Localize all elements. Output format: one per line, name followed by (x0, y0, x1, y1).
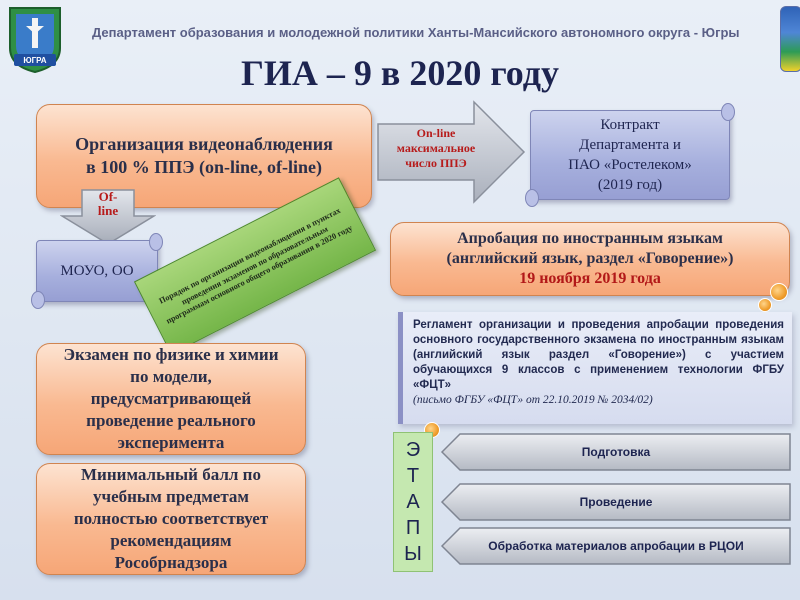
procedure-label-text: Порядок по организации видеонаблюдения в… (157, 206, 355, 326)
online-arrow-line3: число ППЭ (405, 156, 467, 170)
physics-line2: по модели, (130, 367, 212, 386)
ofline-arrow-icon (60, 189, 156, 245)
regulation-reference: (письмо ФГБУ «ФЦТ» от 22.10.2019 № 2034/… (413, 394, 653, 406)
minball-line1: Минимальный балл по (81, 465, 261, 484)
physics-chemistry-box: Экзамен по физике и химии по модели, пре… (36, 343, 306, 455)
online-arrow-line1: On-line (416, 126, 456, 140)
stage-preparation: Подготовка (440, 432, 792, 472)
minball-line4: рекомендациям (110, 531, 232, 550)
bullet-dot-icon (758, 298, 772, 312)
online-arrow-line2: максимальное (396, 141, 476, 155)
stage-preparation-label: Подготовка (581, 445, 651, 459)
ofline-arrow-label: Of- line (78, 190, 138, 218)
scroll-curl-icon (525, 189, 539, 207)
stage-processing: Обработка материалов апробации в РЦОИ (440, 526, 792, 566)
page-title: ГИА – 9 в 2020 году (241, 53, 559, 93)
corner-logo (780, 6, 800, 72)
online-arrow-label: On-line максимальное число ППЭ (376, 126, 496, 171)
scroll-curl-icon (721, 103, 735, 121)
minball-line5: Рособрнадзора (114, 553, 228, 572)
stages-letter: Ы (404, 542, 422, 565)
physics-line3: предусматривающей (90, 389, 252, 408)
approbation-box: Апробация по иностранным языкам (английс… (390, 222, 790, 296)
contract-line2: Департамента и (579, 137, 681, 153)
approbation-date: 19 ноября 2019 года (519, 270, 661, 287)
stage-arrow-icon (440, 483, 791, 521)
coat-of-arms-icon: ЮГРА (9, 7, 61, 74)
minimum-score-box: Минимальный балл по учебным предметам по… (36, 463, 306, 575)
department-name: Департамент образования и молодежной пол… (92, 25, 740, 40)
stage-processing-label: Обработка материалов апробации в РЦОИ (488, 539, 744, 553)
ofline-arrow-line2: line (97, 203, 119, 218)
physics-line1: Экзамен по физике и химии (63, 345, 279, 364)
ofline-arrow-line1: Of- (98, 189, 118, 204)
stage-arrow-icon (440, 527, 791, 565)
stages-letter: П (405, 516, 421, 539)
video-surveillance-line2: в 100 % ППЭ (on-line, of-line) (86, 157, 322, 177)
online-arrow-icon (377, 100, 526, 204)
minball-line2: учебным предметам (93, 487, 249, 506)
approbation-line1: Апробация по иностранным языкам (457, 230, 723, 247)
stage-arrow-icon (440, 433, 791, 471)
bullet-dot-icon (770, 283, 788, 301)
contract-line1: Контракт (600, 117, 660, 133)
contract-box: Контракт Департамента и ПАО «Ростелеком»… (525, 103, 735, 207)
stage-conduct: Проведение (440, 482, 792, 522)
regulation-box: Регламент организации и проведения апроб… (398, 312, 792, 424)
stages-letter: А (406, 490, 420, 513)
contract-line3: ПАО «Ростелеком» (568, 157, 692, 173)
mouo-box: МОУО, ОО (31, 233, 163, 309)
physics-line4: проведение реального (86, 411, 256, 430)
contract-line4: (2019 год) (597, 177, 663, 193)
minball-line3: полностью соответствует (73, 509, 269, 528)
regulation-text: Регламент организации и проведения апроб… (413, 319, 784, 391)
physics-line5: эксперимента (117, 433, 225, 452)
approbation-line2: (английский язык, раздел «Говорение») (446, 250, 734, 267)
video-surveillance-line1: Организация видеонаблюдения (75, 134, 333, 154)
stages-letter: Т (406, 464, 420, 487)
scroll-curl-icon (31, 291, 45, 309)
scroll-curl-icon (149, 233, 163, 251)
stage-conduct-label: Проведение (579, 495, 653, 509)
stages-letter: Э (405, 438, 421, 461)
mouo-label: МОУО, ОО (60, 262, 134, 279)
emblem-label: ЮГРА (23, 56, 46, 65)
stages-vertical-label: Э Т А П Ы (393, 432, 433, 572)
